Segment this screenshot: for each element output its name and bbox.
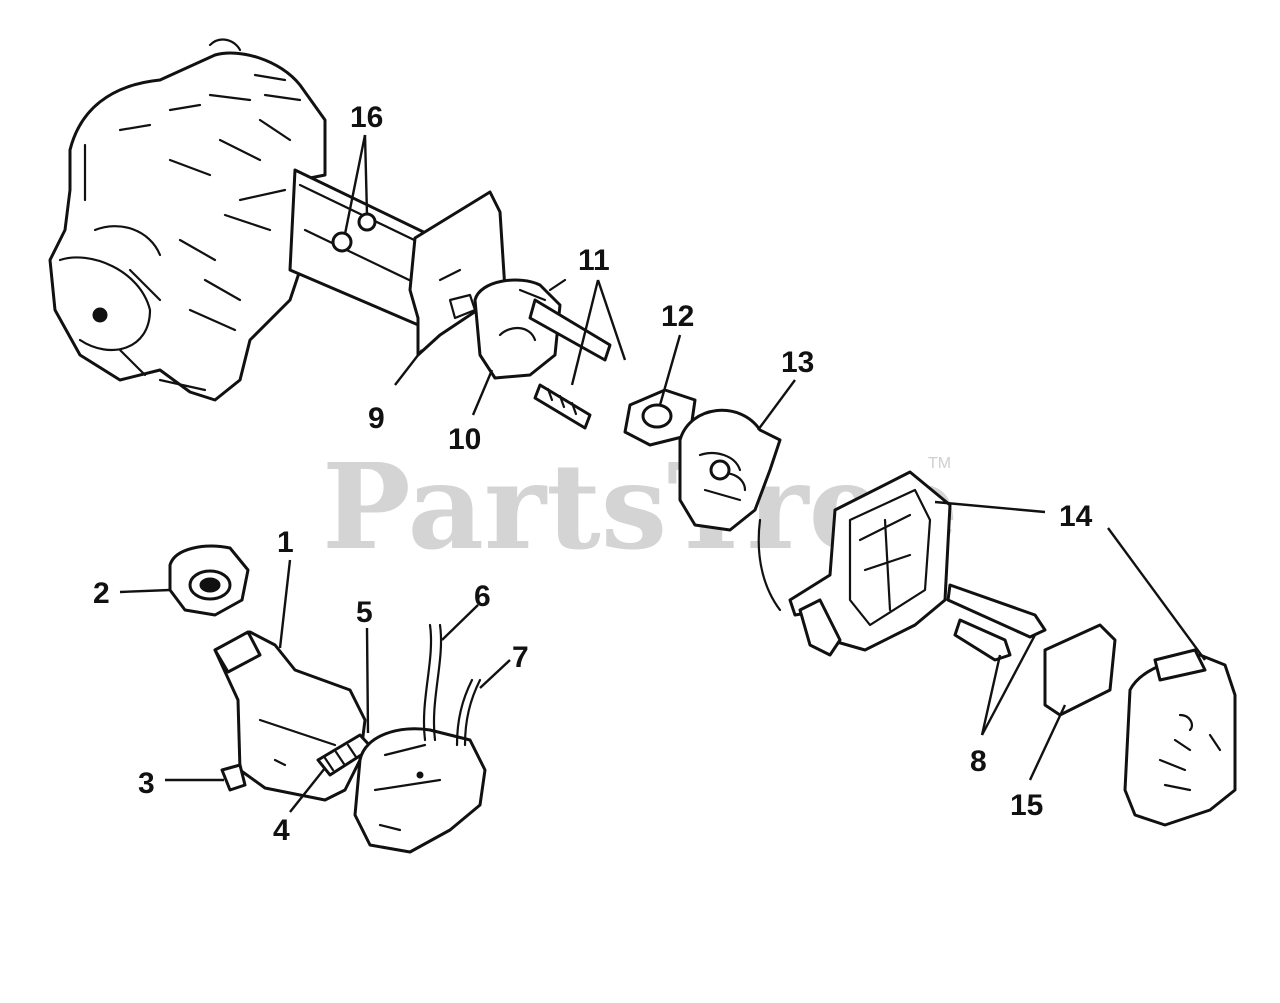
gasket-plate-part [408,190,507,357]
callout-2: 2 [93,577,110,610]
callout-5: 5 [356,596,373,629]
callout-16: 16 [350,101,383,134]
air-filter-part [1043,623,1117,717]
callout-10: 10 [448,423,481,456]
fuel-lines-part [422,623,482,747]
callout-1: 1 [277,526,294,559]
air-box-part [788,470,952,657]
carburetor-part [678,408,782,612]
callout-12: 12 [661,300,694,333]
callout-8: 8 [970,745,987,778]
engine-illustration [48,38,442,402]
callout-labels: 16 9 10 11 12 13 14 8 15 1 2 3 4 5 6 7 [93,101,1093,847]
fuel-cap-part [168,544,250,617]
callout-11: 11 [578,244,610,277]
air-cover-part [1123,648,1237,827]
bolts-part [946,583,1047,662]
callout-14: 14 [1059,500,1093,533]
mount-clip-part [220,763,247,792]
callout-3: 3 [138,767,155,800]
callout-7: 7 [512,641,529,674]
callout-6: 6 [474,580,491,613]
watermark-trademark: TM [928,455,951,472]
callout-4: 4 [273,814,290,847]
callout-15: 15 [1010,789,1043,822]
callout-9: 9 [368,402,385,435]
primer-housing-part [353,727,487,854]
screws-part [528,298,612,430]
leader-lines [119,134,1206,813]
callout-13: 13 [781,346,814,379]
